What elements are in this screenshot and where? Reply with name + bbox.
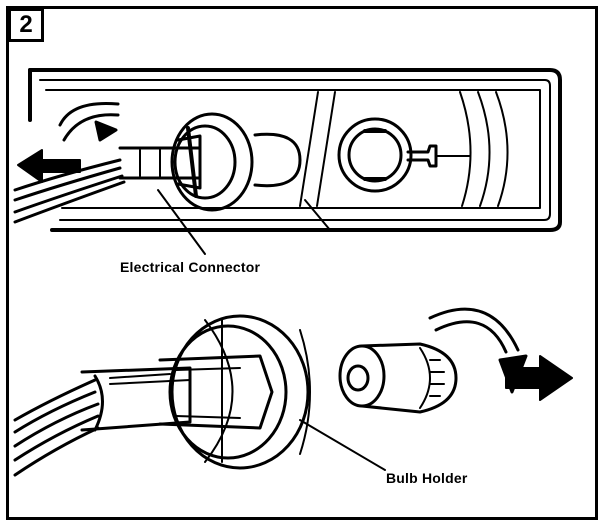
lamp-housing: [28, 68, 562, 232]
connector-wires-top: [13, 146, 202, 224]
bulb-holder-detail: [158, 314, 311, 470]
lens-ribs: [299, 91, 509, 231]
installed-bulb-socket: [337, 117, 471, 193]
electrical-connector-label: Electrical Connector: [120, 259, 261, 275]
connector-leader-line: [157, 189, 206, 255]
wires-bottom: [13, 378, 100, 477]
diagram-frame: [6, 6, 598, 520]
rotate-left-arrow: [58, 101, 120, 142]
bulb-holder-label: Bulb Holder: [386, 470, 468, 486]
installed-bulb-holder: [170, 112, 254, 212]
step-number-badge: 2: [8, 8, 44, 42]
holder-leader-line: [299, 419, 386, 471]
bulb-detail: [338, 342, 458, 414]
connector-plug-detail: [80, 366, 192, 432]
pull-left-arrow: [17, 149, 81, 183]
pull-right-arrow: [505, 355, 573, 401]
installed-bulb: [253, 132, 302, 188]
